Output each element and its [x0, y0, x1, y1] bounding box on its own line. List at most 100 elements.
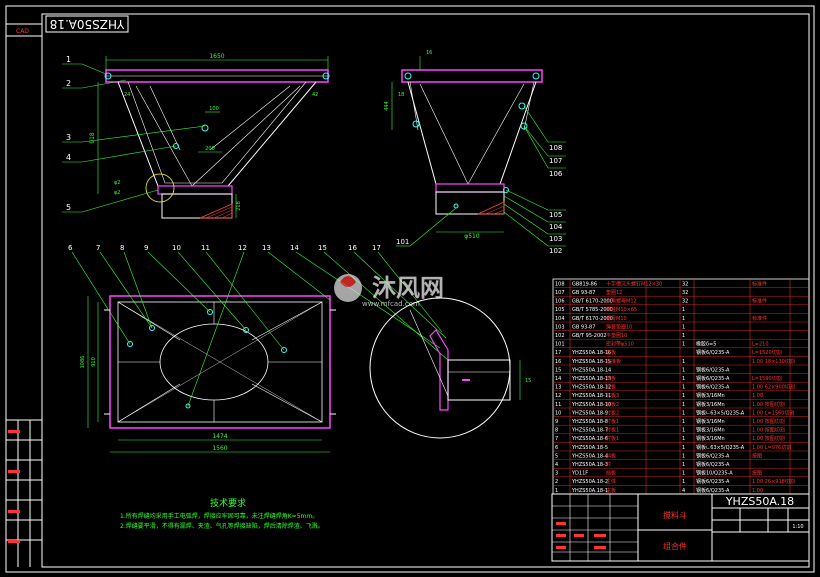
bom-cell-note: 1.00 按图切割	[752, 418, 785, 425]
bom-cell-no: 3	[555, 471, 558, 477]
bom-cell-mat: 钢板3/16Mn	[696, 435, 725, 442]
bom-cell-note: L=1590切割	[752, 375, 782, 382]
technical-notes: 技术要求 1.所有焊缝均采用手工电弧焊，焊接应牢固可靠，未注焊缝焊角K=5mm。…	[120, 497, 324, 530]
bom-cell-name: 衬板1	[606, 427, 619, 434]
bom-cell-qty: 1	[682, 453, 685, 459]
bom-cell-qty: 32	[682, 290, 688, 296]
callout-11: 11	[201, 244, 210, 252]
bom-cell-qty: 1	[682, 471, 685, 477]
bom-cell-code: YHZS50A.18-8	[571, 419, 608, 425]
bom-cell-name: 平垫圈10	[606, 332, 627, 339]
bom-cell-no: 106	[555, 299, 565, 305]
callout-108: 108	[549, 144, 562, 152]
callout-15: 15	[318, 244, 327, 252]
title-block: YHZS50A.18 搅料斗 组合件 1:10	[551, 493, 810, 562]
bom-cell-qty: 1	[682, 479, 685, 485]
bom-cell-qty: 1	[682, 324, 685, 330]
bom-cell-mat: 钢板6/Q235-A	[696, 375, 730, 382]
title-part-name: 搅料斗	[663, 510, 687, 520]
bom-cell-qty: 1	[682, 316, 685, 322]
bom-cell-qty: 32	[682, 281, 688, 287]
bom-cell-mat: 钢板6/Q235-A	[696, 384, 730, 391]
bom-cell-no: 15	[555, 367, 561, 373]
bom-cell-code: YHZS50A.18-6	[571, 436, 608, 442]
bom-cell-note: 标准件	[752, 315, 767, 322]
bom-cell-note: 按图	[752, 452, 762, 459]
bom-cell-name: 六角螺母M12	[606, 298, 637, 305]
bom-cell-mat: 钢板6/Q235-A	[696, 349, 730, 356]
bom-cell-code: YHZS50A.18-4	[571, 453, 608, 459]
bom-cell-no: 101	[555, 342, 565, 348]
bom-cell-qty: 1	[682, 307, 685, 313]
plan-dim-1560: 1560	[212, 445, 227, 452]
bom-cell-mat: 钢板3/16Mn	[696, 401, 725, 408]
bom-cell-qty: 4	[682, 488, 685, 494]
bom-cell-note: 1.00 L=1560切割	[752, 409, 794, 416]
watermark-url: www.mfcad.com	[362, 300, 420, 308]
bom-cell-qty: 1	[682, 419, 685, 425]
bom-cell-note: 1.00	[752, 488, 763, 494]
side-dim-18: 18	[398, 92, 404, 98]
bom-cell-name: 衬板3	[606, 392, 619, 399]
bom-cell-code: YHZS50A.18-14	[571, 367, 611, 373]
front-dim-phi2: φ2	[114, 190, 120, 196]
callout-101: 101	[396, 238, 409, 246]
callout-8: 8	[120, 244, 124, 252]
bom-cell-name: 衬板1	[606, 435, 619, 442]
bom-cell-note: 1.00 26×918切割	[752, 478, 795, 485]
bom-cell-no: 10	[555, 410, 561, 416]
bom-cell-mat: 钢板6/Q235-A	[696, 366, 730, 373]
bom-cell-code: GB 93-87	[572, 290, 595, 296]
watermark-brand: 沐风网	[372, 274, 444, 302]
bom-cell-qty: 1	[682, 367, 685, 373]
side-view: 444 16 18 φ510	[384, 50, 543, 240]
bom-cell-qty: 1	[682, 333, 685, 339]
rotated-drawing-code: YHZS50A.18	[50, 17, 126, 31]
bom-cell-name: 十字槽沉头螺钉M12×30	[606, 280, 662, 287]
bom-cell-qty: 1	[682, 359, 685, 365]
bom-cell-code: GB/T 5785-2000	[572, 307, 613, 313]
bom-cell-name: 挡板	[606, 375, 616, 382]
bom-cell-qty: 1	[682, 402, 685, 408]
bom-cell-name: 衬板2	[606, 401, 619, 408]
front-dim-height: 918	[89, 132, 96, 144]
tech-note-2: 2.焊缝要平滑，不得有漏焊、夹渣、气孔等焊接缺陷，焊后清除焊渣、飞溅。	[120, 522, 324, 530]
bom-cell-mat: 钢板6/Q235-A	[696, 478, 730, 485]
bom-cell-note: 1.00 按图切割	[752, 401, 785, 408]
front-callout-labels: 1 2 3 4 5	[66, 55, 71, 212]
callout-103: 103	[549, 235, 562, 243]
bom-cell-no: 9	[555, 419, 558, 425]
callout-9: 9	[144, 244, 148, 252]
front-dim-100: 100	[209, 106, 219, 112]
bom-cell-note: 按图	[752, 470, 762, 477]
bom-cell-note: 标准件	[752, 280, 767, 287]
side-dim-510: φ510	[464, 233, 480, 240]
callout-107: 107	[549, 157, 562, 165]
bom-cell-code: YD11F	[571, 471, 588, 477]
cad-tag: CAD	[16, 28, 29, 35]
front-callouts	[62, 63, 206, 213]
bom-cell-code: GB/T 95-2002	[572, 333, 607, 339]
bom-cell-qty: 1	[682, 376, 685, 382]
front-dim-24: 24	[124, 92, 130, 98]
bom-cell-mat: 橡胶δ=5	[696, 341, 716, 348]
detail-view: 15	[369, 297, 531, 439]
callout-2: 2	[66, 79, 71, 88]
side-callouts	[396, 105, 566, 247]
front-dim-top-width: 1650	[209, 53, 224, 60]
bom-cell-code: GB/T 6170-2000	[572, 299, 613, 305]
bom-cell-code: YHZS50A.18-16	[571, 350, 611, 356]
bom-cell-note: 1.00 62×900切割	[752, 384, 795, 391]
side-dim-444: 444	[384, 101, 390, 111]
bom-cell-qty: 1	[682, 436, 685, 442]
bom-cell-code: YHZS50A.18-12	[571, 385, 611, 391]
bom-cell-qty: 1	[682, 462, 685, 468]
bom-cell-mat: 钢板10/Q235-A	[696, 470, 733, 477]
binding-strip-labels	[8, 430, 20, 543]
bom-cell-name: 衬	[606, 461, 611, 468]
tech-note-1: 1.所有焊缝均采用手工电弧焊，焊接应牢固可靠，未注焊缝焊角K=5mm。	[120, 512, 318, 520]
plan-dim-1086: 1086	[80, 356, 86, 369]
callout-12: 12	[238, 244, 247, 252]
